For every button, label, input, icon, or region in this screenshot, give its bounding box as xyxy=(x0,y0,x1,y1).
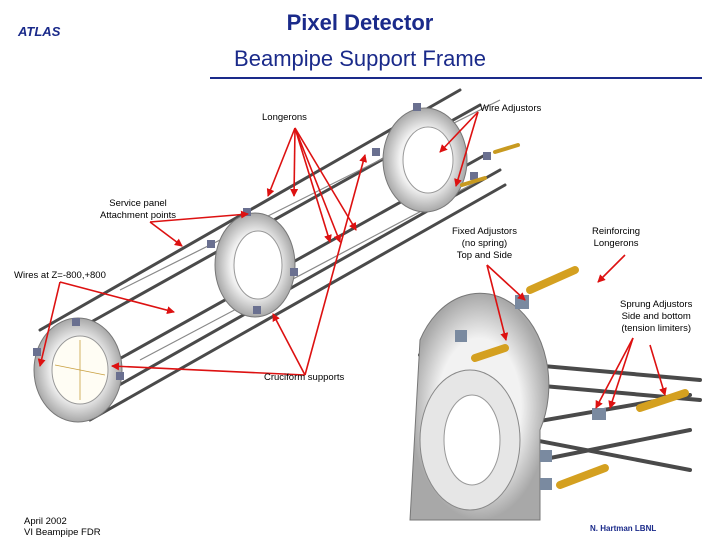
inset-ring xyxy=(409,292,550,521)
page-subtitle: Beampipe Support Frame xyxy=(234,46,486,71)
ring-far xyxy=(382,107,468,213)
label-wires: Wires at Z=-800,+800 xyxy=(14,270,106,281)
label-wire-adjustors: Wire Adjustors xyxy=(480,103,542,114)
attachment-blocks xyxy=(33,103,491,380)
label-cruciform-supports: Cruciform supports xyxy=(264,372,345,383)
wire-adjustors-small xyxy=(460,143,520,187)
footer-date: April 2002 VI Beampipe FDR xyxy=(24,516,101,538)
label-longerons: Longerons xyxy=(262,112,307,123)
label-reinforcing-longerons: Reinforcing Longerons xyxy=(592,226,641,249)
page-title: Pixel Detector xyxy=(286,10,434,35)
ring-middle xyxy=(214,212,296,318)
ring-near xyxy=(33,317,123,423)
label-sprung-adjustors: Sprung Adjustors Side and bottom (tensio… xyxy=(620,299,693,334)
label-service-panel: Service panel Attachment points xyxy=(100,198,177,221)
inset-adjustors xyxy=(471,266,689,489)
label-fixed-adjustors: Fixed Adjustors (no spring) Top and Side xyxy=(452,226,517,261)
atlas-logo-text: ATLAS xyxy=(18,24,61,39)
title-rule xyxy=(210,77,702,79)
footer-author: N. Hartman LBNL xyxy=(590,524,657,533)
callout-arrows xyxy=(37,111,667,409)
